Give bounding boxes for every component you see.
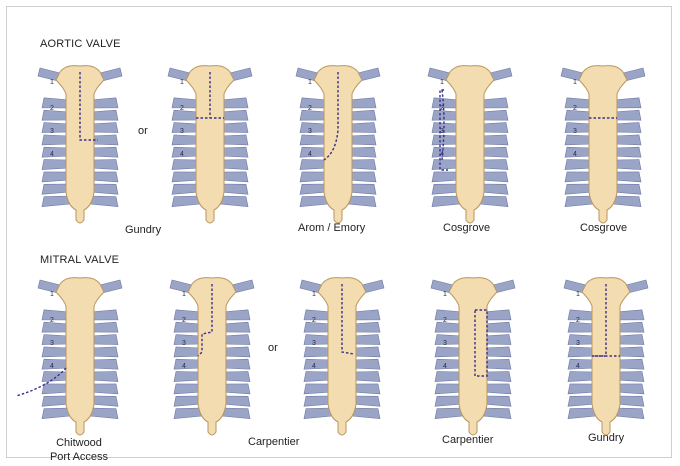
label-gundry-aortic: Gundry [125,224,161,236]
rib-number: 2 [576,317,580,324]
mitral-sternum-carpentier-a: 1 2 3 4 [162,272,262,437]
label-cosgrove-aortic-2: Cosgrove [580,222,627,234]
rib-number: 2 [573,105,577,112]
rib-left [435,408,463,419]
rib-right [480,196,508,207]
rib-left [565,196,593,207]
rib-left [42,196,70,207]
rib-number: 3 [308,128,312,135]
rib-right [616,408,644,419]
label-cosgrove-aortic-1: Cosgrove [443,222,490,234]
rib-right [348,196,376,207]
rib-number: 4 [576,363,580,370]
rib-left [300,196,328,207]
mitral-valve-heading: MITRAL VALVE [40,254,119,266]
rib-number: 1 [573,79,577,86]
label-port-access: Port Access [44,450,114,464]
rib-number: 1 [50,79,54,86]
label-chitwood: Chitwood [44,436,114,450]
rib-left [42,408,70,419]
rib-number: 1 [182,291,186,298]
rib-right [613,196,641,207]
rib-number: 1 [180,79,184,86]
rib-right [90,196,118,207]
rib-number: 3 [182,340,186,347]
rib-number: 1 [50,291,54,298]
rib-number: 2 [50,317,54,324]
rib-left [304,408,332,419]
rib-right [90,408,118,419]
aortic-valve-heading: AORTIC VALVE [40,38,121,50]
rib-number: 4 [573,151,577,158]
rib-right [220,196,248,207]
rib-number: 2 [312,317,316,324]
mitral-sternum-gundry: 1 2 3 4 [556,272,656,437]
rib-number: 2 [443,317,447,324]
rib-number: 2 [182,317,186,324]
label-carpentier-1: Carpentier [248,436,299,448]
rib-number: 4 [182,363,186,370]
rib-number: 2 [308,105,312,112]
rib-number: 4 [50,151,54,158]
rib-number: 4 [443,363,447,370]
rib-number: 2 [50,105,54,112]
rib-left [174,408,202,419]
mitral-sternum-chitwood: 1 2 3 4 [30,272,130,437]
rib-number: 4 [50,363,54,370]
rib-right [352,408,380,419]
rib-number: 3 [180,128,184,135]
label-chitwood-port-access: Chitwood Port Access [44,436,114,464]
mitral-sternum-carpentier-c: 1 2 3 4 [423,272,523,437]
rib-number: 3 [443,340,447,347]
rib-number: 1 [576,291,580,298]
rib-number: 3 [50,128,54,135]
rib-right [483,408,511,419]
rib-number: 4 [308,151,312,158]
aortic-sternum-gundry-b: 1 2 3 4 [160,60,260,225]
aortic-sternum-arom-emory: 1 2 3 4 [288,60,388,225]
rib-number: 4 [180,151,184,158]
label-carpentier-2: Carpentier [442,434,493,446]
mitral-or-connector: or [268,342,278,354]
rib-number: 3 [573,128,577,135]
rib-number: 1 [308,79,312,86]
rib-number: 4 [312,363,316,370]
rib-number: 3 [576,340,580,347]
label-gundry-mitral: Gundry [588,432,624,444]
rib-left [172,196,200,207]
rib-number: 3 [50,340,54,347]
label-arom-emory: Arom / Emory [298,222,365,234]
mitral-sternum-carpentier-b: 1 2 3 4 [292,272,392,437]
rib-number: 1 [440,79,444,86]
rib-number: 2 [180,105,184,112]
rib-number: 1 [443,291,447,298]
rib-right [222,408,250,419]
rib-left [568,408,596,419]
aortic-or-connector: or [138,125,148,137]
rib-left [432,196,460,207]
aortic-sternum-gundry-a: 1 2 3 4 [30,60,130,225]
aortic-sternum-cosgrove-b: 1 2 3 4 [553,60,653,225]
rib-number: 1 [312,291,316,298]
rib-number: 3 [312,340,316,347]
